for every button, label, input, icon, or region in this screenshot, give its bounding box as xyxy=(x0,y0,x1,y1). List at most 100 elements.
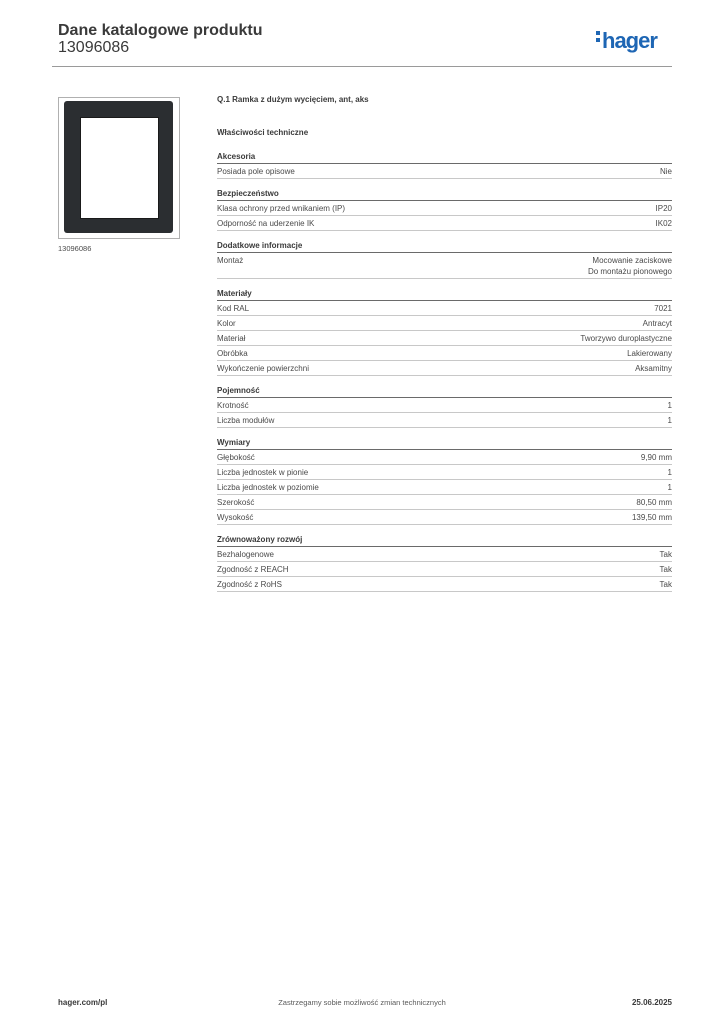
property-label: Kolor xyxy=(217,319,236,328)
product-image xyxy=(58,97,180,239)
tech-properties-heading: Właściwości techniczne xyxy=(217,128,309,137)
property-value: Tak xyxy=(660,549,672,560)
property-value-line: 7021 xyxy=(654,304,672,313)
section-title: Materiały xyxy=(217,287,672,301)
footer-date: 25.06.2025 xyxy=(631,998,672,1007)
logo-text: hager xyxy=(602,28,658,53)
property-row: Wysokość 139,50 mm xyxy=(217,510,672,525)
property-value-line: Tak xyxy=(659,580,672,589)
property-value-line: Tak xyxy=(659,565,672,574)
property-label: Obróbka xyxy=(217,349,248,358)
property-value-line: Lakierowany xyxy=(627,349,672,358)
property-label: Klasa ochrony przed wnikaniem (IP) xyxy=(217,204,346,213)
property-value: 9,90 mm xyxy=(641,452,672,463)
property-row: Liczba modułów 1 xyxy=(217,413,672,428)
property-row: Liczba jednostek w poziomie 1 xyxy=(217,480,672,495)
page-title: Dane katalogowe produktu xyxy=(58,22,263,39)
logo-dots-icon xyxy=(596,31,600,45)
property-row: Odporność na uderzenie IK IK02 xyxy=(217,216,672,231)
property-value: Lakierowany xyxy=(627,348,672,359)
product-number: 13096086 xyxy=(58,39,130,56)
image-caption: 13096086 xyxy=(58,244,92,253)
property-value-line: Tworzywo duroplastyczne xyxy=(580,334,672,343)
hager-logo: hager xyxy=(596,28,658,54)
property-value-line: Aksamitny xyxy=(635,364,672,373)
property-value-line: Nie xyxy=(659,167,672,176)
property-value-line: IP20 xyxy=(655,204,672,213)
property-label: Kod RAL xyxy=(217,304,250,313)
property-value: Tworzywo duroplastyczne xyxy=(580,333,672,344)
property-value-line: 1 xyxy=(667,401,672,410)
section-title: Dodatkowe informacje xyxy=(217,239,672,253)
property-value-line: 1 xyxy=(667,483,672,492)
frame-cutout xyxy=(80,117,159,219)
property-label: Materiał xyxy=(217,334,246,343)
property-row: Bezhalogenowe Tak xyxy=(217,547,672,562)
footer-website: hager.com/pl xyxy=(58,998,108,1007)
property-value: Aksamitny xyxy=(635,363,672,374)
property-value: IP20 xyxy=(656,203,672,214)
footer-disclaimer: Zastrzegamy sobie możliwość zmian techni… xyxy=(278,998,446,1007)
property-value-line: 1 xyxy=(667,416,672,425)
property-value: Tak xyxy=(660,579,672,590)
property-value: 1 xyxy=(668,467,672,478)
property-value-line: IK02 xyxy=(655,219,672,228)
property-value: 1 xyxy=(668,482,672,493)
property-value-line: Tak xyxy=(659,550,672,559)
property-value: 1 xyxy=(668,415,672,426)
product-name: Q.1 Ramka z dużym wycięciem, ant, aks xyxy=(217,95,369,104)
section-title: Akcesoria xyxy=(217,150,672,164)
property-label: Wysokość xyxy=(217,513,254,522)
property-label: Odporność na uderzenie IK xyxy=(217,219,315,228)
property-label: Montaż xyxy=(217,256,244,265)
property-label: Liczba modułów xyxy=(217,416,275,425)
property-label: Zgodność z REACH xyxy=(217,565,289,574)
property-label: Posiada pole opisowe xyxy=(217,167,295,176)
property-row: Głębokość 9,90 mm xyxy=(217,450,672,465)
property-value: 1 xyxy=(668,400,672,411)
property-value-line: 1 xyxy=(667,468,672,477)
product-details: Q.1 Ramka z dużym wycięciem, ant, aks Wł… xyxy=(217,95,672,600)
section-title: Pojemność xyxy=(217,384,672,398)
property-value: 7021 xyxy=(654,303,672,314)
property-row: Wykończenie powierzchni Aksamitny xyxy=(217,361,672,376)
property-row: Posiada pole opisowe Nie xyxy=(217,164,672,179)
property-row: Materiał Tworzywo duroplastyczne xyxy=(217,331,672,346)
property-label: Wykończenie powierzchni xyxy=(217,364,309,373)
property-value-line: 80,50 mm xyxy=(636,498,672,507)
property-value-line: 9,90 mm xyxy=(640,453,672,462)
property-value: IK02 xyxy=(656,218,672,229)
property-row: Kod RAL 7021 xyxy=(217,301,672,316)
property-value: Tak xyxy=(660,564,672,575)
property-value: Nie xyxy=(660,166,672,177)
property-label: Głębokość xyxy=(217,453,255,462)
section-title: Zrównoważony rozwój xyxy=(217,533,672,547)
property-row: Klasa ochrony przed wnikaniem (IP) IP20 xyxy=(217,201,672,216)
header-divider xyxy=(52,66,672,67)
property-label: Bezhalogenowe xyxy=(217,550,274,559)
property-value-line: 139,50 mm xyxy=(631,513,672,522)
property-value: 139,50 mm xyxy=(632,512,672,523)
frame-icon xyxy=(64,101,173,233)
property-label: Krotność xyxy=(217,401,249,410)
property-value-line: Do montażu pionowego xyxy=(587,267,672,276)
property-row: Zgodność z REACH Tak xyxy=(217,562,672,577)
property-value: 80,50 mm xyxy=(636,497,672,508)
property-label: Liczba jednostek w poziomie xyxy=(217,483,319,492)
property-row: Krotność 1 xyxy=(217,398,672,413)
section-title: Wymiary xyxy=(217,436,672,450)
